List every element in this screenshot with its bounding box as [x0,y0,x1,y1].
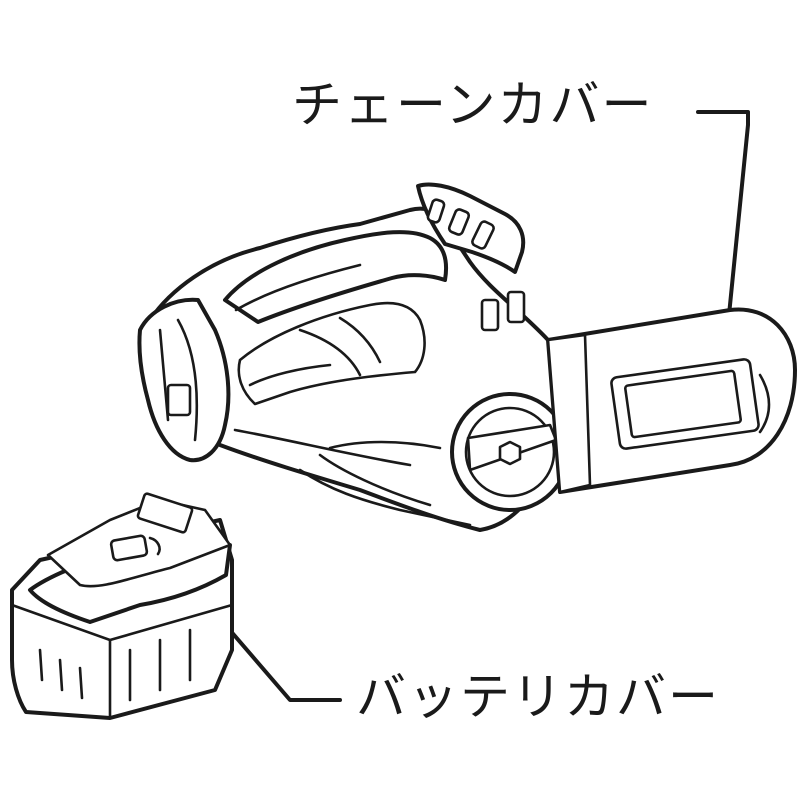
chainsaw-body [137,182,570,532]
battery-cover-label: バッテリカバー [356,668,720,726]
chain-cover [546,307,797,494]
battery-pack [10,492,234,720]
chain-cover-leader-line [696,110,750,327]
chain-cover-label: チェーンカバー [292,76,654,134]
